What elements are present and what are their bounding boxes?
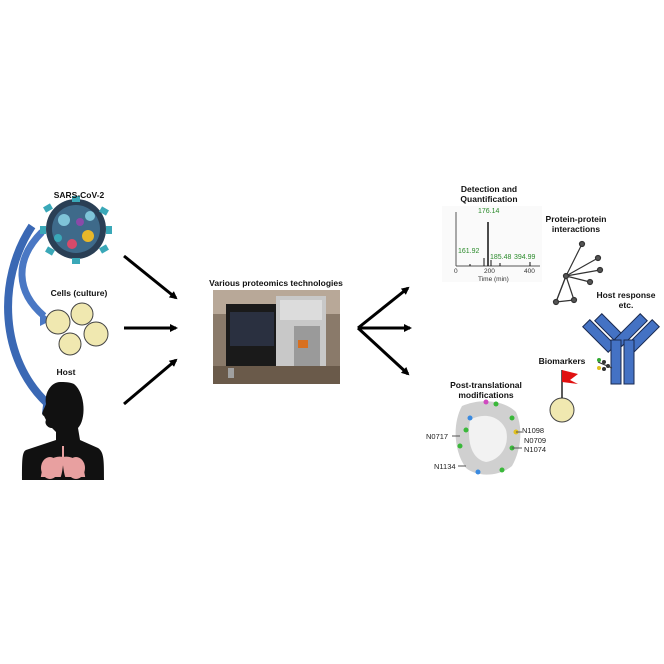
host-response-label-line2: etc.	[618, 300, 634, 310]
input-arrows	[123, 254, 178, 406]
peak-label: 161.92	[458, 248, 480, 255]
mass-spectrometer-icon	[213, 290, 340, 384]
interaction-network-icon	[552, 240, 604, 306]
x-axis-label: Time (min)	[478, 276, 509, 283]
antibody-icon	[582, 313, 660, 385]
cells-icon	[45, 302, 109, 356]
x-tick-label: 0	[454, 268, 458, 275]
x-tick-label: 200	[484, 268, 495, 275]
detection-label-line1: Detection and	[460, 184, 518, 194]
peak-label: 185.48	[490, 254, 512, 261]
x-tick-label: 400	[524, 268, 535, 275]
ppi-label-line2: interactions	[551, 224, 601, 234]
glycosite-label: N1098	[522, 426, 545, 435]
glycan-icon	[597, 358, 613, 371]
glycoprotein-structure-icon	[452, 399, 522, 475]
glycosite-label: N1074	[524, 445, 547, 454]
host-response-label-line1: Host response	[596, 290, 656, 300]
host-silhouette-icon	[22, 382, 104, 480]
ptm-label-line2: modifications	[458, 390, 514, 400]
center-title: Various proteomics technologies	[209, 278, 343, 288]
peak-label: 394.99	[514, 254, 536, 261]
glycosite-label: N0717	[426, 432, 449, 441]
glycosite-label: N1134	[434, 462, 456, 471]
detection-label-line2: Quantification	[460, 194, 518, 204]
spectrum-plot	[442, 206, 542, 282]
ptm-label-line1: Post-translational	[450, 380, 522, 390]
glycosite-label: N0709	[524, 436, 547, 445]
virus-label: SARS-CoV-2	[53, 190, 105, 200]
virus-icon	[40, 196, 112, 264]
ppi-label-line1: Protein-protein	[545, 214, 607, 224]
peak-label: 176.14	[478, 208, 500, 215]
cells-label: Cells (culture)	[50, 288, 108, 298]
biomarkers-label: Biomarkers	[538, 356, 586, 366]
biomarker-flag-icon	[549, 370, 578, 423]
output-arrows	[356, 286, 412, 376]
host-label: Host	[56, 367, 76, 377]
